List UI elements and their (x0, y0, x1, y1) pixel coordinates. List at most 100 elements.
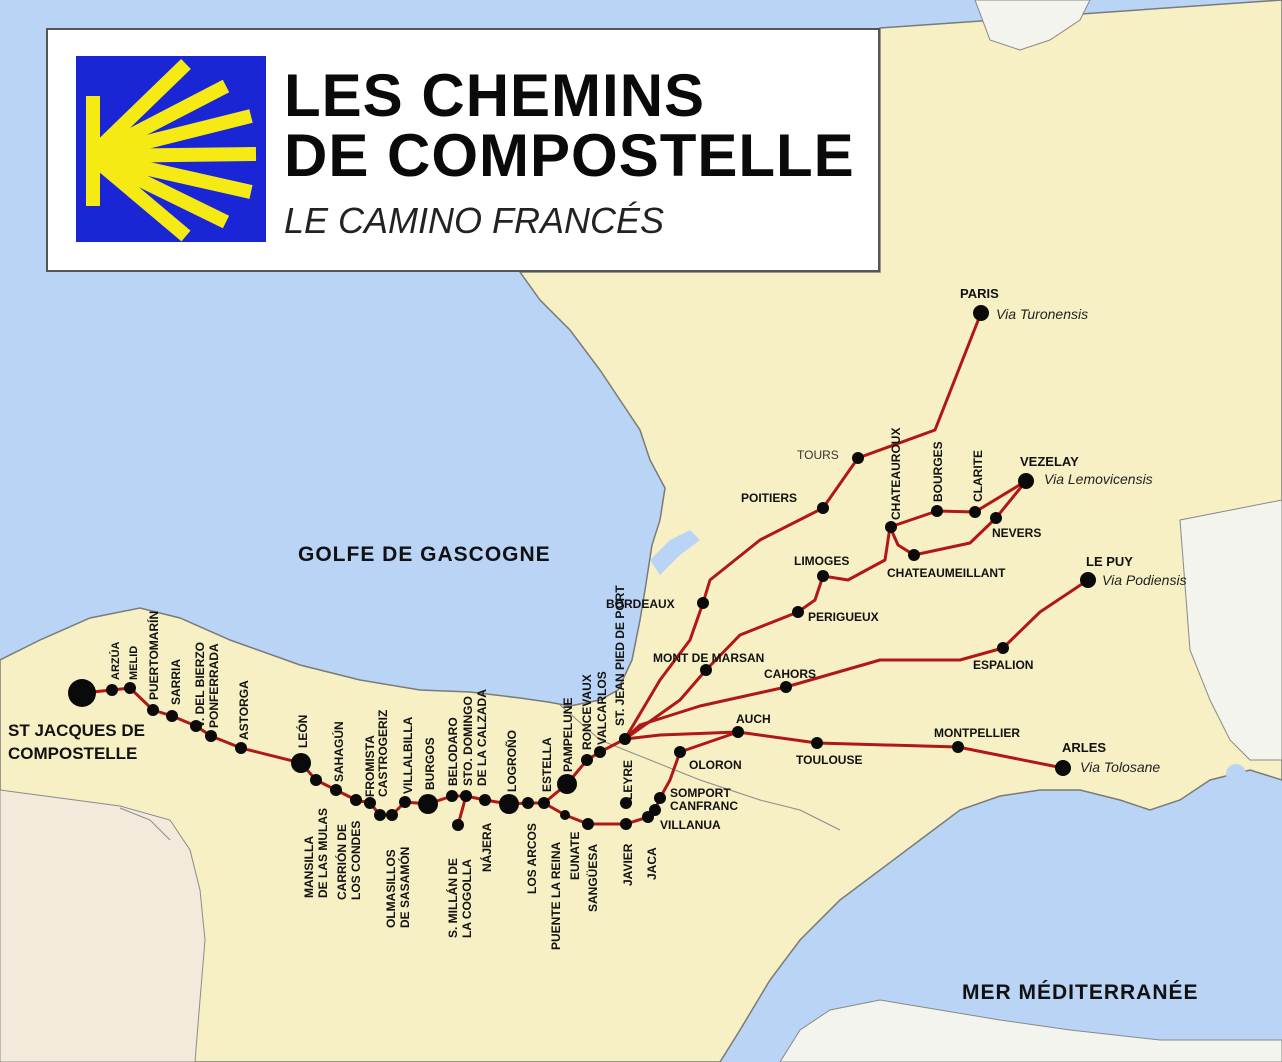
city-dot-nevers (990, 512, 1002, 524)
label-nevers: NEVERS (992, 526, 1041, 540)
city-dot-st-jean (619, 733, 631, 745)
title-line-2: DE COMPOSTELLE (284, 122, 855, 189)
city-dot-roncevaux (581, 754, 593, 766)
med-label: MER MÉDITERRANÉE (962, 981, 1199, 1004)
label-v-del-bierzo: V. DEL BIERZO (193, 642, 207, 728)
bay-label: GOLFE DE GASCOGNE (298, 543, 551, 566)
label-chateaumeillant: CHATEAUMEILLANT (887, 566, 1006, 580)
route-lemovicensis-south (623, 525, 892, 741)
city-dot-carrion (350, 794, 362, 806)
label-vezelay: VEZELAY (1020, 454, 1079, 469)
label-leon: LEÓN (295, 715, 310, 748)
label-valcarlos: VALCARLOS (595, 671, 609, 745)
city-dot-oloron (674, 746, 686, 758)
city-dot-olmasillos (386, 809, 398, 821)
city-dot-pampelune (557, 774, 577, 794)
city-dot-arles (1055, 760, 1071, 776)
label-s-millan-1: S. MILLÁN DE (445, 858, 460, 938)
label-pampelune: PAMPELUNE (561, 698, 575, 772)
label-sahagun: SAHAGÚN (331, 721, 346, 782)
label-toulouse: TOULOUSE (796, 753, 862, 767)
label-oloron: OLORON (689, 758, 742, 772)
label-via-podiensis: Via Podiensis (1102, 572, 1187, 588)
label-sanguesa: SANGÜESA (585, 844, 600, 912)
land-east (1179, 499, 1282, 761)
city-dot-v-del-bierzo (190, 720, 202, 732)
city-dot-sto-domingo (460, 790, 472, 802)
label-belodaro: BELODARO (446, 717, 460, 786)
title-line-1: LES CHEMINS (284, 62, 706, 129)
label-st-jacques-1: ST JACQUES DE (8, 721, 145, 740)
city-dot-logrono (499, 794, 519, 814)
city-dot-belodaro (446, 790, 458, 802)
label-paris: PARIS (960, 286, 999, 301)
city-dot-leon (291, 753, 311, 773)
city-dot-auch (732, 726, 744, 738)
label-sarria: SARRIA (169, 659, 183, 705)
label-mansilla-1: MANSILLA (302, 836, 316, 898)
city-dot-chateauroux (885, 521, 897, 533)
land-africa (779, 999, 1282, 1062)
label-auch: AUCH (736, 712, 771, 726)
borders (119, 704, 841, 841)
label-carrion-2: LOS CONDES (349, 821, 363, 900)
land-portugal (0, 789, 206, 1062)
map-labels: GOLFE DE GASCOGNE MER MÉDITERRANÉE PARIS… (8, 286, 1199, 1004)
city-dot-montpellier (952, 741, 964, 753)
city-dot-mansilla (310, 774, 322, 786)
label-puente-reina: PUENTE LA REINA (549, 841, 563, 950)
scallop-shell-icon (76, 56, 266, 242)
label-los-arcos: LOS ARCOS (525, 823, 539, 894)
label-le-puy: LE PUY (1086, 554, 1133, 569)
city-dot-bourges (931, 505, 943, 517)
city-dot-paris (973, 305, 989, 321)
lagoon (1226, 764, 1246, 784)
title-box: LES CHEMINS DE COMPOSTELLE LE CAMINO FRA… (46, 28, 880, 272)
city-dot-valcarlos (594, 746, 606, 758)
label-carrion-1: CARRIÓN DE (334, 824, 349, 900)
city-dot-astorga (235, 742, 247, 754)
city-dot-somport (654, 792, 666, 804)
city-dot-toulouse (811, 737, 823, 749)
label-tours: TOURS (797, 448, 839, 462)
label-st-jacques-2: COMPOSTELLE (8, 744, 137, 763)
label-melid: MELID (128, 646, 140, 680)
city-dot-burgos (418, 794, 438, 814)
label-javier: JAVIER (621, 843, 635, 886)
label-bourges: BOURGES (931, 441, 945, 502)
label-clarite: CLARITE (971, 450, 985, 502)
label-st-jean: ST. JEAN PIED DE PORT (613, 585, 627, 726)
label-roncevaux: RONCEVAUX (580, 674, 594, 750)
city-dot-puertomarin (147, 704, 159, 716)
city-dot-perigueux (792, 606, 804, 618)
city-dot-sanguesa (582, 818, 594, 830)
route-tolosane-end (623, 730, 740, 741)
city-dot-s-millan (452, 819, 464, 831)
city-dot-mont-de-marsan (700, 664, 712, 676)
route-lemovicensis (888, 479, 1028, 557)
label-villalbilla: VILLALBILLA (401, 716, 415, 794)
city-dot-estella (538, 797, 550, 809)
label-burgos: BURGOS (423, 737, 437, 790)
label-arzua: ARZÚA (109, 641, 122, 680)
city-dot-puente-reina (522, 797, 534, 809)
label-cahors: CAHORS (764, 667, 816, 681)
label-leyre: LEYRE (621, 760, 635, 800)
label-espalion: ESPALION (973, 658, 1033, 672)
city-dot-clarite (969, 506, 981, 518)
shell-drawing (86, 58, 257, 242)
city-dot-jaca (643, 812, 653, 822)
label-olmasillos-1: OLMASILLOS (384, 849, 398, 928)
label-s-millan-2: LA COGOLLA (460, 859, 474, 938)
city-dot-espalion (997, 642, 1009, 654)
city-dot-vezelay (1018, 473, 1034, 489)
city-dot-villalbilla (399, 796, 411, 808)
city-dot-le-puy (1080, 572, 1096, 588)
label-eunate: EUNATE (568, 832, 582, 880)
label-castrogeriz: CASTROGERIZ (376, 710, 390, 797)
city-dot-tours (852, 452, 864, 464)
label-logrono: LOGROÑO (504, 730, 519, 792)
label-fromista: FROMISTA (363, 735, 377, 797)
